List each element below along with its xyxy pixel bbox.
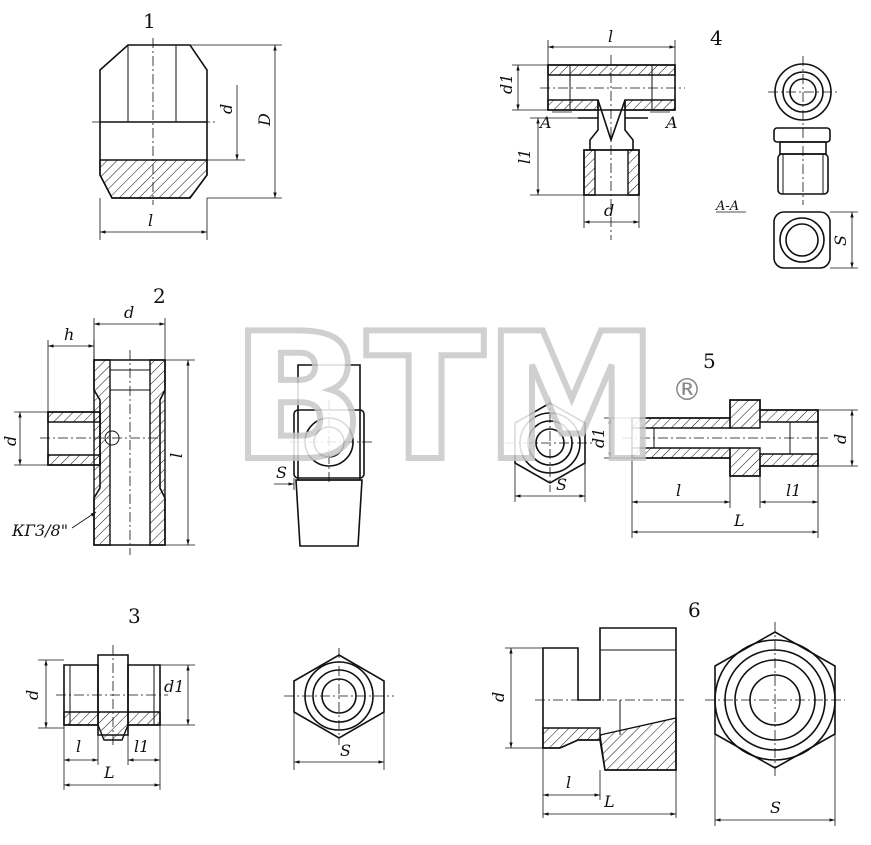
figure-1-number: 1: [143, 9, 156, 33]
fig3-l-label: l: [76, 737, 81, 756]
figure-2-number: 2: [153, 284, 166, 308]
fig5-d1-label: d1: [589, 428, 608, 448]
watermark-registered-mark: ®: [672, 373, 702, 408]
fig6-L-label: L: [603, 792, 615, 811]
fig4-section-AA-label: A-A: [715, 199, 739, 214]
fig2-d-side-label: d: [1, 436, 20, 446]
figure-4-tee-union: 4 l d1 A A l1 d: [497, 26, 858, 269]
fig5-l1-label: l1: [786, 481, 801, 500]
figure-5-adapter: 5 S d1 d l l1: [505, 349, 858, 538]
fig2-h-label: h: [64, 325, 74, 344]
fig4-l1-label: l1: [515, 149, 534, 164]
fig2-l-label: l: [167, 453, 186, 458]
watermark-logo: BTM ®: [229, 294, 702, 503]
fig1-d-label: d: [217, 104, 236, 114]
fig3-L-label: L: [103, 763, 115, 782]
fig3-l1-label: l1: [134, 737, 149, 756]
fig4-d-label: d: [604, 201, 614, 220]
fig1-D-label: D: [255, 113, 274, 127]
fig5-d-label: d: [831, 434, 850, 444]
watermark-text: BTM: [232, 297, 659, 500]
figure-1-plug: 1 d D l: [92, 9, 282, 240]
fig4-d1-label: d1: [497, 74, 516, 94]
fig5-S-hex-label: S: [556, 475, 567, 494]
fig5-L-label: L: [733, 511, 745, 530]
fig4-l-label: l: [608, 27, 613, 46]
fig6-S-label: S: [770, 798, 781, 817]
figure-6-number: 6: [688, 598, 701, 622]
figure-3-number: 3: [128, 604, 141, 628]
figure-5-number: 5: [703, 349, 716, 373]
figure-4-number: 4: [710, 26, 723, 50]
fig2-d-top-label: d: [124, 303, 134, 322]
fig2-S-label: S: [276, 463, 287, 482]
fig6-d-label: d: [489, 692, 508, 702]
fig3-d1-label: d1: [164, 677, 184, 696]
fig4-S-label: S: [831, 235, 850, 246]
figure-3-nipple: 3 d d1 l l1 L S: [23, 604, 394, 790]
fig1-l-label: l: [148, 211, 153, 230]
fig3-S-label: S: [340, 741, 351, 760]
fig2-thread-label: КГ3/8": [11, 521, 68, 540]
fig4-A-left-label: A: [538, 113, 552, 132]
figure-6-union: 6 d l L S: [489, 598, 845, 826]
fig3-d-label: d: [23, 690, 42, 700]
fig4-A-right-label: A: [664, 113, 678, 132]
figure-2-tee: 2 h d d l КГ3/8": [1, 284, 372, 555]
fig6-l-label: l: [566, 773, 571, 792]
fig5-l-label: l: [676, 481, 681, 500]
